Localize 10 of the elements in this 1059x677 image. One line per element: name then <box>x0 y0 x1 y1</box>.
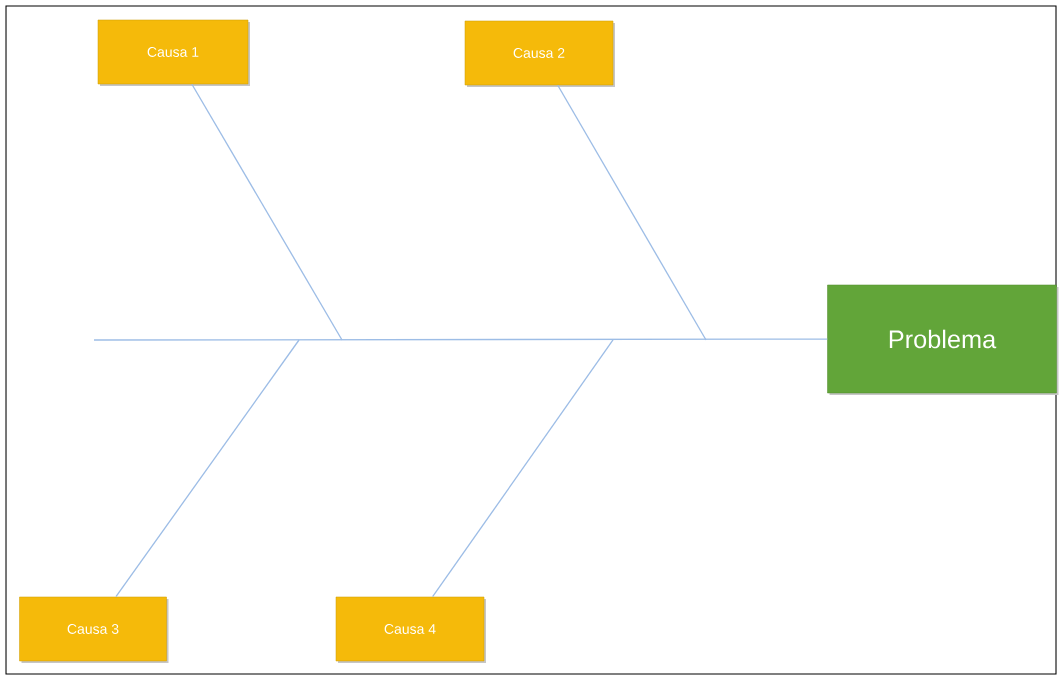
cause-box: Causa 3 <box>19 596 169 663</box>
bone-line <box>115 339 300 598</box>
bone-line <box>557 84 707 341</box>
bone-line <box>191 83 343 341</box>
spine-line <box>93 338 828 341</box>
problem-box: Problema <box>827 284 1059 395</box>
cause-box: Causa 2 <box>464 20 615 87</box>
cause-box: Causa 4 <box>335 596 486 663</box>
bone-line <box>432 339 614 598</box>
cause-box: Causa 1 <box>97 19 250 86</box>
